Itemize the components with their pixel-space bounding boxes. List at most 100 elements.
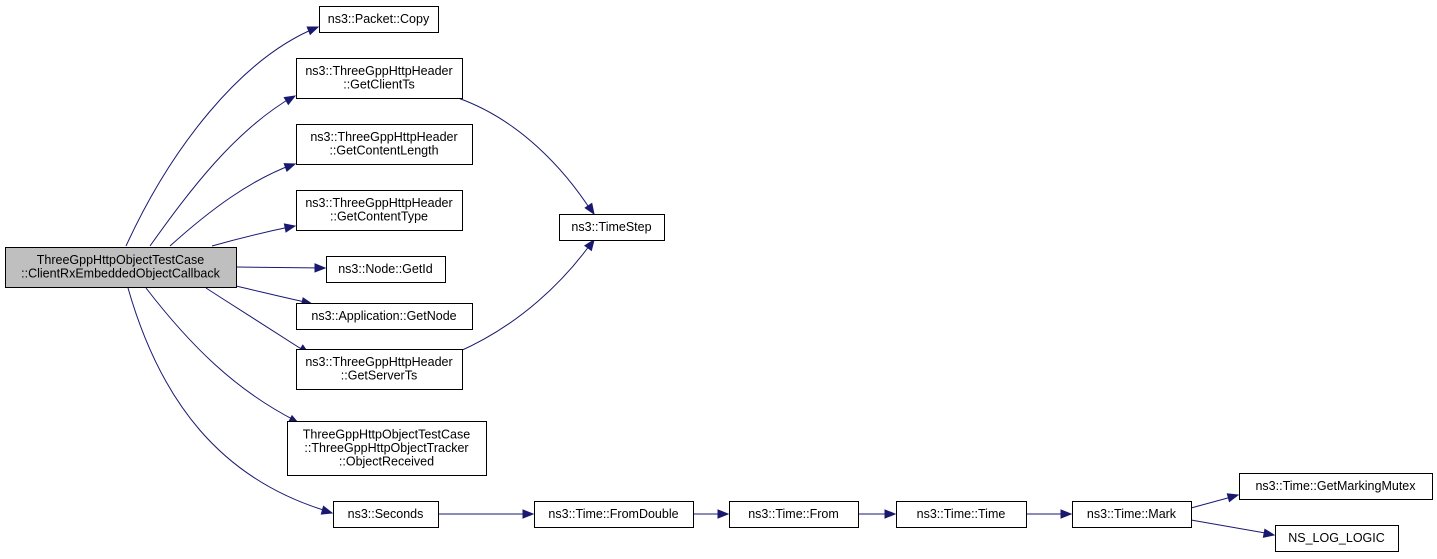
node-label-line: ns3::ThreeGppHttpHeader <box>305 196 452 210</box>
edge-seconds-to-fromdouble <box>438 509 535 519</box>
node-label-line: ns3::Packet::Copy <box>328 12 430 26</box>
edge-line <box>457 241 593 353</box>
node-getclientts[interactable]: ns3::ThreeGppHttpHeader::GetClientTs <box>296 58 463 99</box>
node-box <box>296 58 463 99</box>
node-getserverts[interactable]: ns3::ThreeGppHttpHeader::GetServerTs <box>296 349 463 390</box>
node-label-line: NS_LOG_LOGIC <box>1288 531 1385 545</box>
arrowhead <box>283 95 297 106</box>
node-box <box>296 349 463 390</box>
node-box <box>1072 501 1192 528</box>
edge-line <box>457 97 593 213</box>
arrowhead <box>283 223 297 233</box>
edge-time-to-mark <box>1026 509 1073 519</box>
edge-root-to-seconds <box>127 287 334 515</box>
edge-from-to-time <box>858 509 897 519</box>
edge-fromdouble-to-from <box>693 509 730 519</box>
node-root[interactable]: ThreeGppHttpObjectTestCase::ClientRxEmbe… <box>5 247 237 288</box>
edge-mark-to-nslog <box>1190 519 1276 538</box>
edge-line <box>205 287 307 353</box>
node-label-line: ::GetContentLength <box>329 144 438 158</box>
edge-line <box>235 285 311 304</box>
node-time[interactable]: ns3::Time::Time <box>896 501 1027 528</box>
node-label-line: ::GetServerTs <box>341 369 417 383</box>
node-label-line: ::GetContentType <box>330 210 428 224</box>
node-label-line: ns3::Time::FromDouble <box>548 507 678 521</box>
node-seconds[interactable]: ns3::Seconds <box>333 501 439 528</box>
node-getnode[interactable]: ns3::Application::GetNode <box>296 303 473 330</box>
node-box <box>1239 473 1433 500</box>
arrowhead <box>884 509 897 519</box>
node-copy[interactable]: ns3::Packet::Copy <box>319 6 439 33</box>
node-timestep[interactable]: ns3::TimeStep <box>559 214 665 241</box>
node-mark[interactable]: ns3::Time::Mark <box>1072 501 1192 528</box>
node-box <box>534 501 694 528</box>
node-label-line: ::ObjectReceived <box>339 454 434 468</box>
node-box <box>5 247 237 288</box>
edge-root-to-getcontenttype <box>211 223 297 247</box>
edge-line <box>169 163 295 247</box>
edge-mark-to-getmarkingmutex <box>1190 493 1240 509</box>
edge-root-to-getnode <box>235 285 314 307</box>
node-label-line: ns3::Application::GetNode <box>311 309 456 323</box>
edge-getclientts-to-timestep <box>457 97 595 216</box>
node-fromdouble[interactable]: ns3::Time::FromDouble <box>534 501 694 528</box>
arrowhead <box>283 163 297 172</box>
node-box <box>1275 525 1399 552</box>
node-box <box>296 303 473 330</box>
node-objectreceived[interactable]: ThreeGppHttpObjectTestCase::ThreeGppHttp… <box>287 421 487 476</box>
arrowhead <box>306 26 320 36</box>
node-label-line: ThreeGppHttpObjectTestCase <box>303 427 470 441</box>
node-label-line: ns3::Time::From <box>748 507 839 521</box>
edge-line <box>125 26 319 247</box>
edge-line <box>235 266 325 269</box>
node-label-line: ns3::Seconds <box>348 507 424 521</box>
nodes-layer: ThreeGppHttpObjectTestCase::ClientRxEmbe… <box>5 6 1433 552</box>
node-box <box>287 421 487 476</box>
node-box <box>559 214 665 241</box>
node-label-line: ThreeGppHttpObjectTestCase <box>37 253 204 267</box>
node-label-line: ::GetClientTs <box>343 78 415 92</box>
edge-root-to-getclientts <box>149 95 297 247</box>
arrowhead <box>1060 509 1073 519</box>
edge-root-to-getid <box>235 263 327 273</box>
arrowhead <box>320 505 334 515</box>
arrowhead <box>1262 528 1276 538</box>
edge-line <box>149 95 295 247</box>
node-from[interactable]: ns3::Time::From <box>729 501 859 528</box>
edge-line <box>127 287 331 513</box>
edge-root-to-getcontentlength <box>169 163 297 247</box>
arrowhead <box>717 509 730 519</box>
node-nslog[interactable]: NS_LOG_LOGIC <box>1275 525 1399 552</box>
node-label-line: ns3::Node::GetId <box>338 262 433 276</box>
edge-line <box>211 225 295 247</box>
node-box <box>896 501 1027 528</box>
node-box <box>319 6 439 33</box>
node-label-line: ns3::Time::GetMarkingMutex <box>1255 479 1416 493</box>
node-getmarkingmutex[interactable]: ns3::Time::GetMarkingMutex <box>1239 473 1433 500</box>
node-box <box>296 190 463 231</box>
arrowhead <box>314 263 327 273</box>
edge-root-to-objectreceived <box>145 287 301 425</box>
node-label-line: ::ThreeGppHttpObjectTracker <box>304 441 468 455</box>
arrowhead <box>522 509 535 519</box>
edge-getserverts-to-timestep <box>457 238 595 353</box>
edge-line <box>145 287 297 422</box>
node-box <box>326 256 446 283</box>
node-getid[interactable]: ns3::Node::GetId <box>326 256 446 283</box>
edges-layer <box>125 26 1276 538</box>
node-getcontentlength[interactable]: ns3::ThreeGppHttpHeader::GetContentLengt… <box>296 124 473 165</box>
node-label-line: ns3::ThreeGppHttpHeader <box>305 355 452 369</box>
edge-line <box>1190 495 1236 509</box>
arrowhead <box>584 202 595 216</box>
node-box <box>296 124 473 165</box>
node-getcontenttype[interactable]: ns3::ThreeGppHttpHeader::GetContentType <box>296 190 463 231</box>
node-label-line: ns3::TimeStep <box>571 220 651 234</box>
node-box <box>333 501 439 528</box>
node-label-line: ns3::ThreeGppHttpHeader <box>310 130 457 144</box>
edge-root-to-copy <box>125 26 320 247</box>
edge-line <box>1190 519 1272 535</box>
node-box <box>729 501 859 528</box>
node-label-line: ns3::Time::Mark <box>1087 507 1177 521</box>
node-label-line: ::ClientRxEmbeddedObjectCallback <box>21 267 220 281</box>
